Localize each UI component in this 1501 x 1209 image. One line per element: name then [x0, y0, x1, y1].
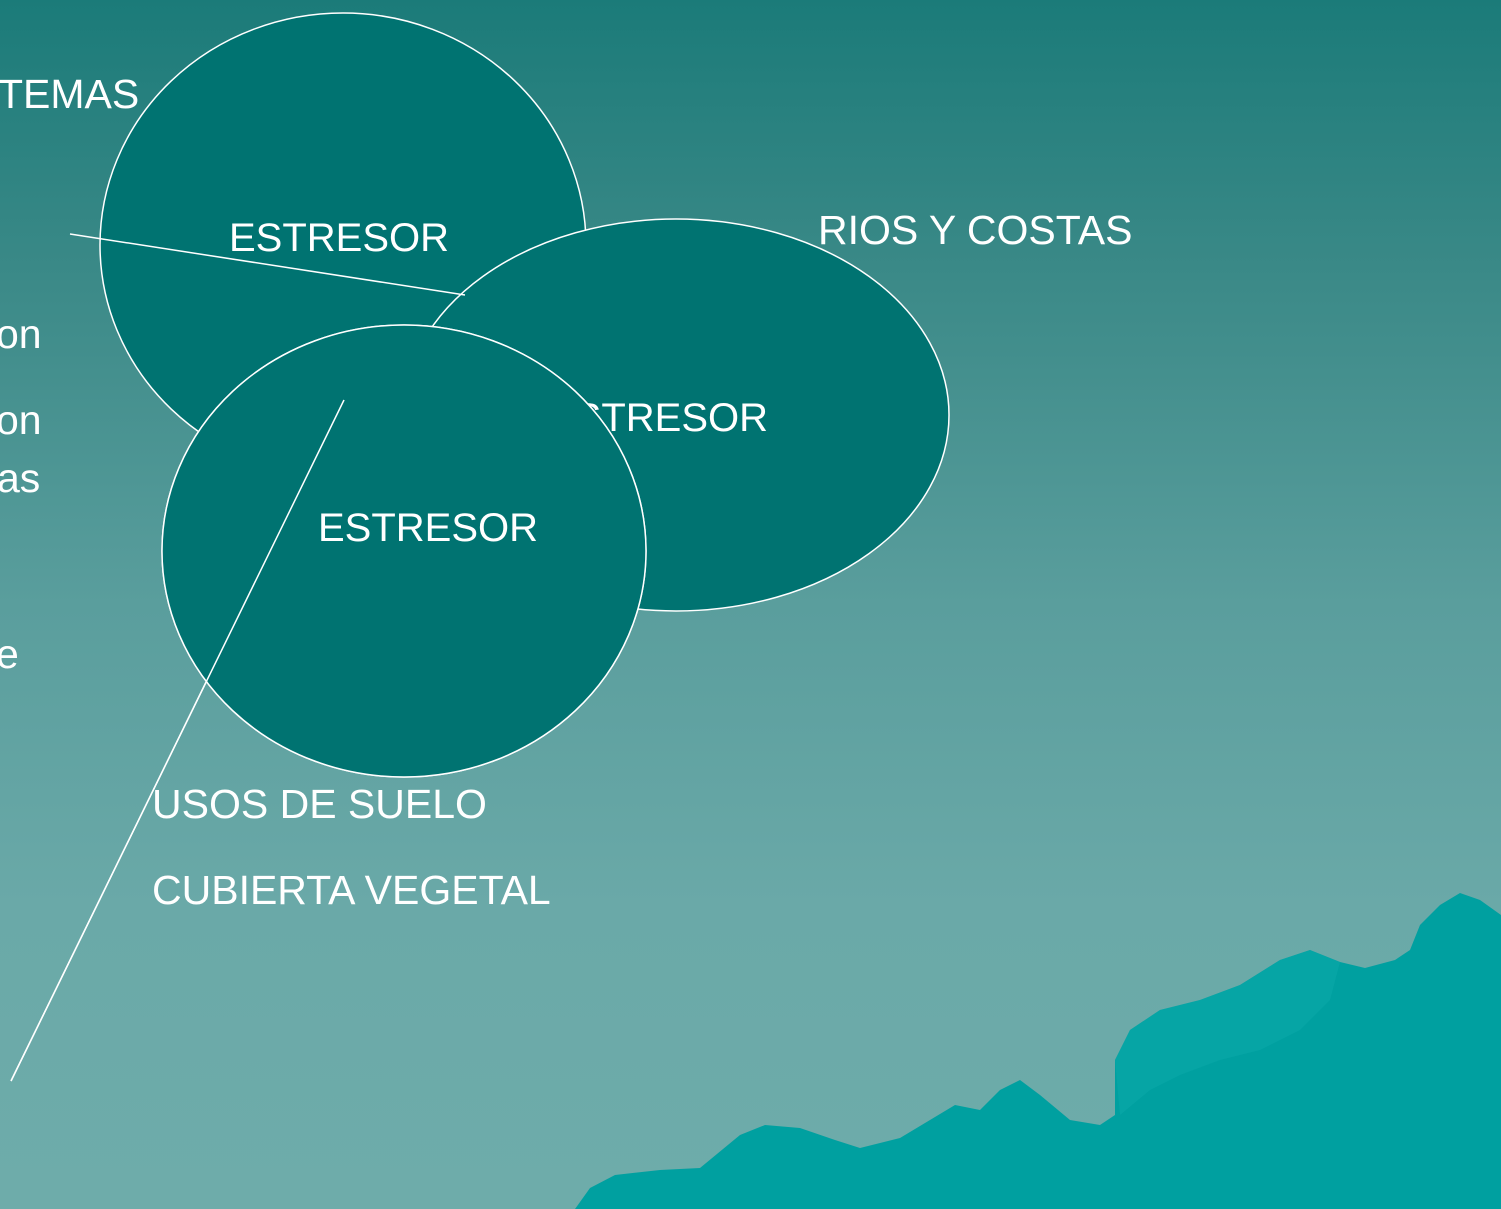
cut-text-on-2: on — [0, 397, 42, 443]
label-usos-de-suelo: USOS DE SUELO — [152, 781, 487, 827]
label-cubierta-vegetal: CUBIERTA VEGETAL — [152, 867, 551, 913]
mountain-shade — [1115, 950, 1340, 1115]
bubble-front-label-overlay: ESTRESOR — [318, 506, 539, 550]
connector-line-top — [69, 233, 466, 296]
label-rios-y-costas: RIOS Y COSTAS — [818, 207, 1133, 253]
bubble-front — [161, 324, 647, 778]
bubble-top-label: ESTRESOR — [229, 216, 450, 260]
cut-text-on-1: on — [0, 311, 42, 357]
cut-text-temas: TEMAS — [0, 71, 140, 117]
bubble-right-label: ESTRESOR — [548, 396, 769, 440]
mountain-decoration — [575, 893, 1501, 1209]
cut-text-as: as — [0, 455, 41, 501]
cut-text-e: e — [0, 631, 19, 677]
